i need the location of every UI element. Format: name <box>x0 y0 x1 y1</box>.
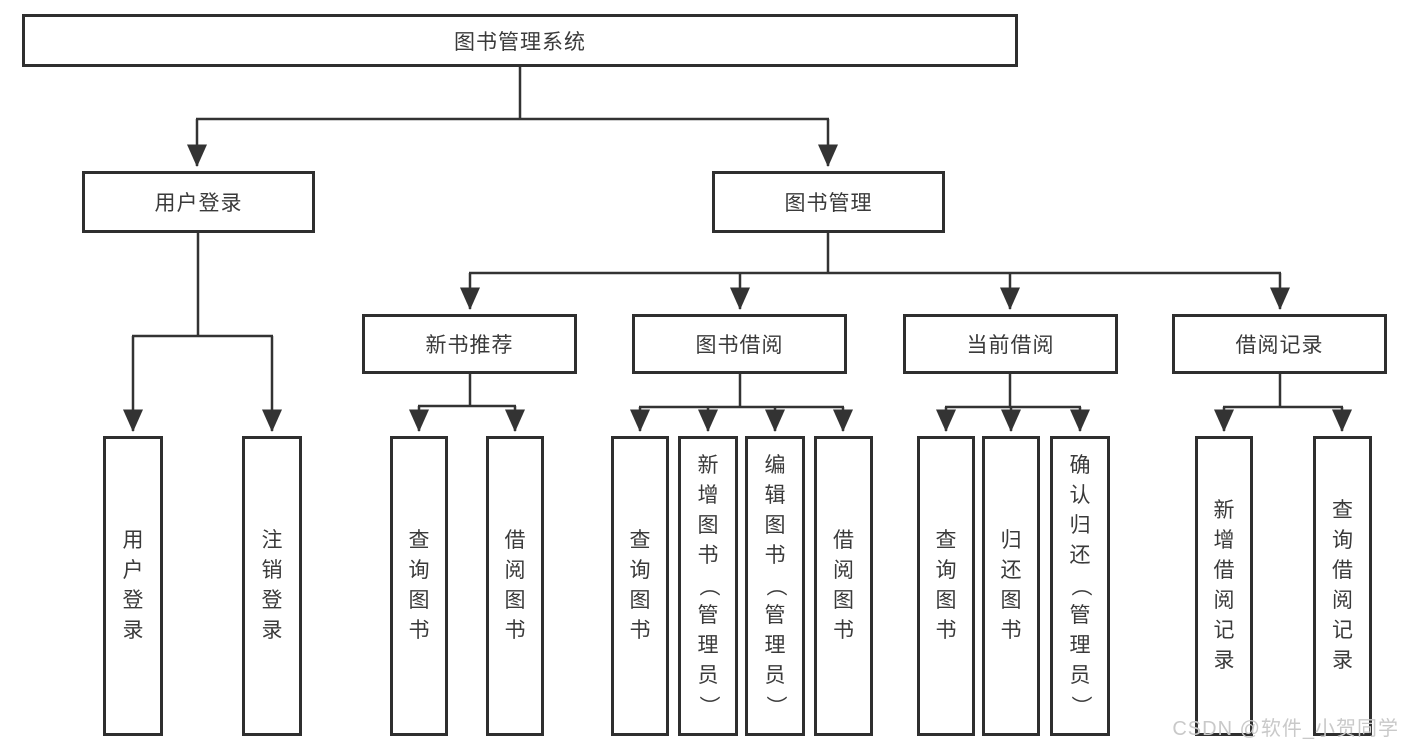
node-new-book-recommend: 新书推荐 <box>362 314 577 374</box>
node-label: 当前借阅 <box>966 334 1055 357</box>
leaf-logout: 注销登录 <box>242 436 302 736</box>
node-user-login: 用户登录 <box>82 171 315 233</box>
node-label: 查询图书 <box>935 529 957 642</box>
leaf-user-login: 用户登录 <box>103 436 163 736</box>
leaf-query-books-current: 查询图书 <box>917 436 975 736</box>
leaf-return-book: 归还图书 <box>982 436 1040 736</box>
leaf-borrow-books: 借阅图书 <box>814 436 873 736</box>
node-label: 归还图书 <box>1000 529 1022 642</box>
node-borrow-records: 借阅记录 <box>1172 314 1387 374</box>
node-label: 图书借阅 <box>695 334 784 357</box>
leaf-confirm-return-admin: 确认归还（管理员） <box>1050 436 1110 736</box>
leaf-borrow-books-recommend: 借阅图书 <box>486 436 544 736</box>
node-label: 借阅图书 <box>833 529 854 642</box>
node-label: 借阅记录 <box>1235 334 1324 357</box>
node-label: 查询图书 <box>408 529 430 642</box>
leaf-add-book-admin: 新增图书（管理员） <box>678 436 738 736</box>
node-current-borrow: 当前借阅 <box>903 314 1118 374</box>
node-label: 新增图书（管理员） <box>697 454 720 717</box>
node-label: 新增借阅记录 <box>1213 499 1235 672</box>
leaf-query-books-recommend: 查询图书 <box>390 436 448 736</box>
node-label: 注销登录 <box>261 529 283 642</box>
leaf-add-borrow-record: 新增借阅记录 <box>1195 436 1253 736</box>
node-book-borrow: 图书借阅 <box>632 314 847 374</box>
csdn-watermark: CSDN @软件_小贺同学 <box>1172 718 1399 740</box>
node-label: 查询借阅记录 <box>1332 499 1353 672</box>
node-label: 查询图书 <box>629 529 651 642</box>
node-label: 用户登录 <box>122 529 144 642</box>
node-label: 用户登录 <box>154 192 243 215</box>
node-book-management: 图书管理 <box>712 171 945 233</box>
leaf-query-books-borrow: 查询图书 <box>611 436 669 736</box>
node-label: 图书管理系统 <box>454 30 586 54</box>
node-label: 图书管理 <box>784 192 873 215</box>
node-library-system: 图书管理系统 <box>22 14 1018 67</box>
leaf-query-borrow-record: 查询借阅记录 <box>1313 436 1372 736</box>
node-label: 编辑图书（管理员） <box>764 454 787 717</box>
leaf-edit-book-admin: 编辑图书（管理员） <box>745 436 805 736</box>
node-label: 新书推荐 <box>425 334 514 357</box>
node-label: 借阅图书 <box>504 529 526 642</box>
node-label: 确认归还（管理员） <box>1069 454 1092 717</box>
